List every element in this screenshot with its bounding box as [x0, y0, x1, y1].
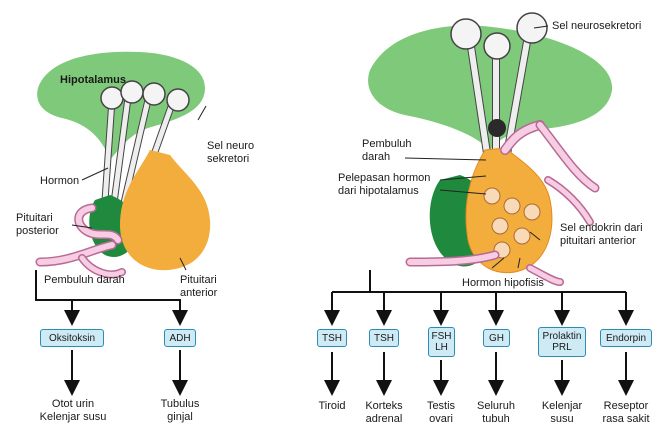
- target-otot-urin: Otot urin Kelenjar susu: [18, 398, 128, 424]
- hormon-hipofisis-label: Hormon hipofisis: [462, 277, 544, 290]
- pembuluh-darah-right-label: Pembuluh darah: [362, 138, 412, 164]
- sel-neuro-sekretori-label: Sel neuro sekretori: [207, 140, 254, 166]
- hormone-box-endorpin: Endorpin: [600, 329, 652, 347]
- pituitari-anterior-label: Pituitari anterior: [180, 274, 217, 300]
- hormone-box-gh: GH: [483, 329, 510, 347]
- hormone-box-fsh-lh: FSH LH: [428, 327, 455, 357]
- hormone-box-prolaktin: Prolaktin PRL: [538, 327, 586, 357]
- target-testis-ovari: Testis ovari: [413, 400, 469, 426]
- target-seluruh-tubuh: Seluruh tubuh: [466, 400, 526, 426]
- hormone-box-adh: ADH: [164, 329, 196, 347]
- hipotalamus-label: Hipotalamus: [60, 74, 126, 87]
- hormon-label: Hormon: [40, 175, 79, 188]
- pembuluh-darah-label: Pembuluh darah: [44, 274, 125, 287]
- sel-neurosekretori-label: Sel neurosekretori: [552, 20, 641, 33]
- hormone-box-oksitoksin: Oksitoksin: [40, 329, 104, 347]
- target-reseptor-rasa-sakit: Reseptor rasa sakit: [594, 400, 658, 426]
- target-korteks-adrenal: Korteks adrenal: [354, 400, 414, 426]
- target-kelenjar-susu: Kelenjar susu: [532, 400, 592, 426]
- hormone-box-tsh-1: TSH: [317, 329, 347, 347]
- pituitari-posterior-label: Pituitari posterior: [16, 212, 59, 238]
- hormone-box-tsh-2: TSH: [369, 329, 399, 347]
- pelepasan-hormon-label: Pelepasan hormon dari hipotalamus: [338, 172, 430, 198]
- sel-endokrin-label: Sel endokrin dari pituitari anterior: [560, 222, 643, 248]
- target-tiroid: Tiroid: [302, 400, 362, 413]
- target-tubulus-ginjal: Tubulus ginjal: [148, 398, 212, 424]
